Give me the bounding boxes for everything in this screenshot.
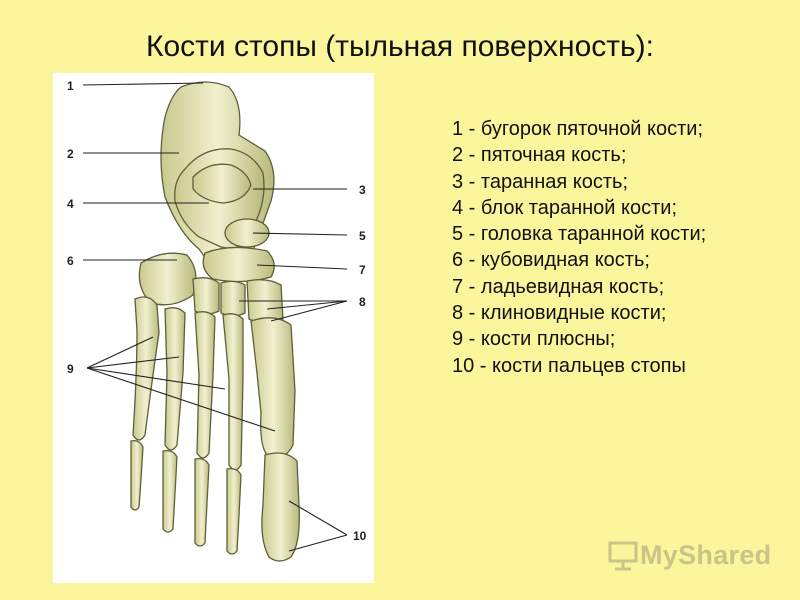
legend-item-9: 9 - кости плюсны; bbox=[452, 328, 616, 351]
callout-lines bbox=[82, 82, 348, 552]
legend-item-5: 5 - головка таранной кости; bbox=[452, 223, 707, 246]
legend-item-2: 2 - пяточная кость; bbox=[452, 144, 627, 167]
legend-list: 1 - бугорок пяточной кости; 2 - пяточная… bbox=[452, 116, 706, 379]
foot-bones-illustration: 1 2 4 6 9 3 5 7 8 10 bbox=[53, 73, 374, 583]
metatarsal-2 bbox=[222, 313, 244, 471]
metatarsal-1 bbox=[250, 317, 296, 459]
callout-label-5: 5 bbox=[359, 229, 366, 243]
metatarsal-5 bbox=[132, 296, 160, 441]
cuneiform-intermediate bbox=[220, 280, 246, 317]
phalanges-1 bbox=[261, 452, 300, 562]
callout-label-7: 7 bbox=[359, 263, 366, 277]
watermark-logo: MyShared bbox=[606, 538, 771, 572]
callout-label-4: 4 bbox=[67, 197, 74, 211]
metatarsal-3 bbox=[194, 311, 216, 459]
navicular-bone bbox=[202, 246, 275, 283]
foot-bones-drawing: 1 2 4 6 9 3 5 7 8 10 bbox=[67, 79, 367, 562]
legend-item-6: 6 - кубовидная кость; bbox=[452, 249, 650, 272]
slide-title: Кости стопы (тыльная поверхность): bbox=[146, 30, 654, 63]
legend-item-7: 7 - ладьевидная кость; bbox=[452, 275, 665, 298]
callout-label-3: 3 bbox=[359, 183, 366, 197]
metatarsal-4 bbox=[164, 307, 186, 451]
phalanges-2 bbox=[226, 467, 242, 555]
phalanges-3 bbox=[194, 457, 210, 547]
legend-item-10: 10 - кости пальцев стопы bbox=[452, 354, 686, 377]
legend-item-8: 8 - клиновидные кости; bbox=[452, 302, 667, 325]
callout-label-8: 8 bbox=[359, 295, 366, 309]
cuneiform-lateral bbox=[192, 277, 220, 315]
presentation-board-icon bbox=[608, 541, 638, 571]
callout-label-6: 6 bbox=[67, 254, 74, 268]
watermark-text: MyShared bbox=[640, 539, 772, 570]
callout-label-10: 10 bbox=[353, 529, 367, 543]
phalanges-4 bbox=[162, 449, 178, 533]
bone-shapes bbox=[130, 81, 300, 562]
cuboid-bone bbox=[138, 252, 197, 306]
callout-label-1: 1 bbox=[67, 79, 74, 93]
phalanges-5 bbox=[130, 439, 144, 511]
legend-item-4: 4 - блок таранной кости; bbox=[452, 196, 678, 219]
trochlea-of-talus bbox=[192, 163, 252, 204]
callout-label-2: 2 bbox=[67, 147, 74, 161]
callout-label-9: 9 bbox=[67, 362, 74, 376]
legend-item-1: 1 - бугорок пяточной кости; bbox=[452, 118, 704, 140]
callout-labels: 1 2 4 6 9 3 5 7 8 10 bbox=[67, 79, 367, 543]
legend-item-3: 3 - таранная кость; bbox=[452, 170, 629, 193]
